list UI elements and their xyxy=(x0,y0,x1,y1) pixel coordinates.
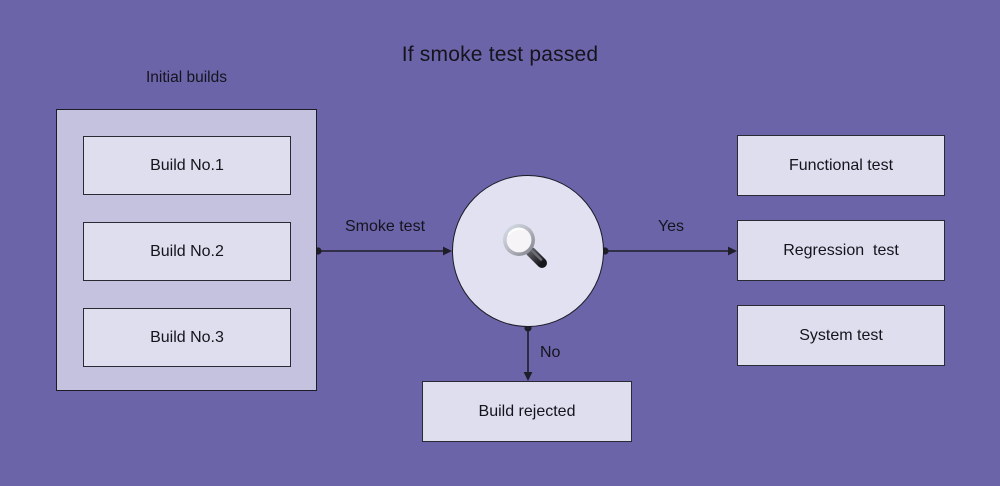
node-system-test: System test xyxy=(737,305,945,366)
arrowhead-right xyxy=(728,246,737,256)
node-build-1: Build No.1 xyxy=(83,136,291,195)
edge-label-yes: Yes xyxy=(657,218,685,235)
node-build-rejected: Build rejected xyxy=(422,381,632,442)
edge-label-no: No xyxy=(540,344,561,361)
diagram-title: If smoke test passed xyxy=(401,43,599,66)
node-regression-test: Regression test xyxy=(737,220,945,281)
arrowhead-down xyxy=(523,372,533,381)
edge-label-smoke-test: Smoke test xyxy=(344,218,426,235)
initial-builds-label: Initial builds xyxy=(146,69,227,86)
edge-yes xyxy=(601,246,737,256)
edge-no xyxy=(523,324,533,381)
smoke-test-decision-node xyxy=(452,175,604,327)
arrowhead-right xyxy=(443,246,452,256)
node-build-2: Build No.2 xyxy=(83,222,291,281)
edge-smoke-test xyxy=(314,246,452,256)
initial-builds-container: Build No.1 Build No.2 Build No.3 xyxy=(56,109,317,391)
node-build-3: Build No.3 xyxy=(83,308,291,367)
magnifying-glass-icon xyxy=(503,224,547,268)
node-functional-test: Functional test xyxy=(737,135,945,196)
